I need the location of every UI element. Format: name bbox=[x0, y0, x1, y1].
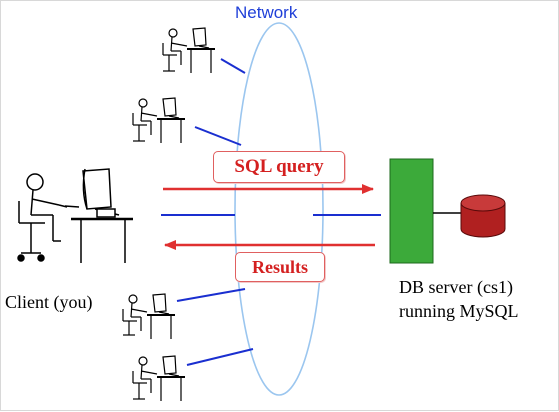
link-line-ws2 bbox=[194, 126, 242, 146]
results-label: Results bbox=[235, 252, 325, 282]
server-label-line2: running MySQL bbox=[399, 301, 519, 321]
workstation-icon-1 bbox=[162, 27, 215, 73]
network-label: Network bbox=[235, 3, 298, 22]
db-server-box bbox=[389, 158, 434, 264]
workstation-icon-4 bbox=[132, 355, 185, 401]
workstation-icon-2 bbox=[132, 97, 185, 143]
workstation-icon-3 bbox=[122, 293, 175, 339]
link-line-ws4 bbox=[186, 348, 254, 366]
database-icon bbox=[460, 194, 506, 238]
server-label: DB server (cs1) running MySQL bbox=[399, 275, 519, 323]
server-label-line1: DB server (cs1) bbox=[399, 277, 513, 297]
client-label: Client (you) bbox=[5, 292, 93, 312]
network-ellipse bbox=[234, 22, 324, 396]
sql-query-label: SQL query bbox=[213, 151, 345, 183]
link-line-ws3 bbox=[176, 288, 246, 302]
link-line-ws1 bbox=[220, 58, 246, 74]
client-figure-icon bbox=[17, 168, 133, 263]
